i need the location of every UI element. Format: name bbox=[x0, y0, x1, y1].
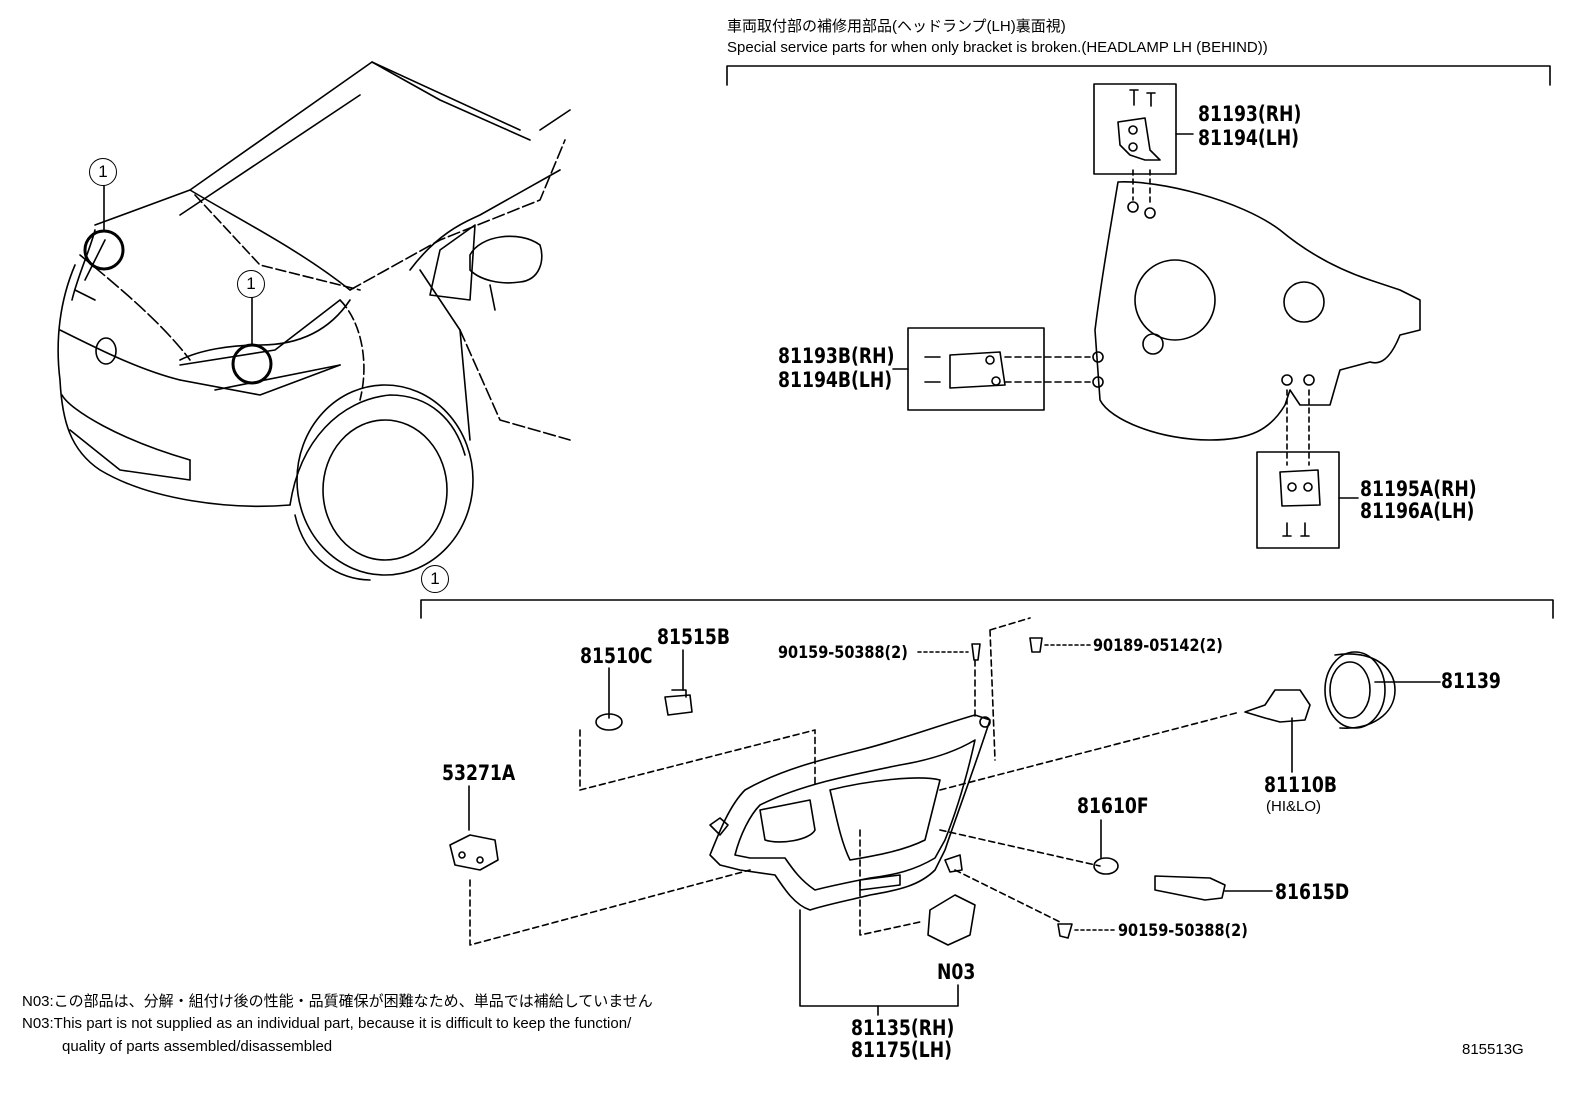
small-parts bbox=[449, 637, 1396, 946]
part-screw-top-label: 90159-50388(2) bbox=[778, 643, 908, 663]
assembly-rh-label: 81135(RH) bbox=[851, 1016, 955, 1040]
headlamp-rear-housing bbox=[1092, 181, 1421, 441]
headlamp-assembly bbox=[709, 714, 991, 911]
car-front-illustration bbox=[57, 61, 571, 581]
figure-code: 815513G bbox=[1462, 1041, 1524, 1058]
part-81615d-label: 81615D bbox=[1275, 880, 1350, 904]
bracket-bottom-lh-label: 81196A(LH) bbox=[1360, 499, 1475, 523]
bracket-section-outline bbox=[726, 65, 1551, 86]
part-81110b-label: 81110B bbox=[1264, 773, 1338, 797]
bracket-top-rh-label: 81193(RH) bbox=[1198, 102, 1302, 126]
note-en-line1: N03:This part is not supplied as an indi… bbox=[22, 1015, 632, 1032]
part-81110b-note: (HI&LO) bbox=[1266, 798, 1322, 815]
header-jp-title: 車両取付部の補修用部品(ヘッドランプ(LH)裏面視) bbox=[727, 18, 1066, 35]
part-81515b-label: 81515B bbox=[657, 625, 731, 649]
part-81610f-label: 81610F bbox=[1077, 794, 1149, 818]
bracket-top-lh-label: 81194(LH) bbox=[1198, 126, 1300, 150]
bracket-top-box bbox=[1093, 83, 1194, 207]
bracket-bottom-rh-label: 81195A(RH) bbox=[1360, 477, 1477, 501]
part-81510c-label: 81510C bbox=[580, 644, 653, 668]
callout-ref-1b: 1 bbox=[237, 270, 265, 298]
bracket-left-lh-label: 81194B(LH) bbox=[778, 368, 893, 392]
assembly-leader-lines bbox=[468, 617, 1441, 1016]
bracket-left-box bbox=[892, 327, 1091, 411]
part-screw-bottom-label: 90159-50388(2) bbox=[1118, 921, 1248, 941]
part-53271a-label: 53271A bbox=[442, 761, 516, 785]
header-en-title: Special service parts for when only brac… bbox=[727, 39, 1268, 56]
note-jp: N03:この部品は、分解・組付け後の性能・品質確保が困難なため、単品では補給して… bbox=[22, 993, 653, 1010]
note-en-line2: quality of parts assembled/disassembled bbox=[62, 1038, 333, 1055]
part-clip-label: 90189-05142(2) bbox=[1093, 636, 1223, 656]
bracket-bottom-box bbox=[1256, 389, 1359, 549]
lamp-assembly-section-outline bbox=[420, 599, 1554, 619]
part-n03-label: N03 bbox=[937, 960, 976, 984]
bracket-left-rh-label: 81193B(RH) bbox=[778, 344, 895, 368]
assembly-lh-label: 81175(LH) bbox=[851, 1038, 953, 1062]
callout-ref-1: 1 bbox=[89, 158, 117, 186]
part-81139-label: 81139 bbox=[1441, 669, 1501, 693]
callout-section-1: 1 bbox=[421, 565, 449, 593]
